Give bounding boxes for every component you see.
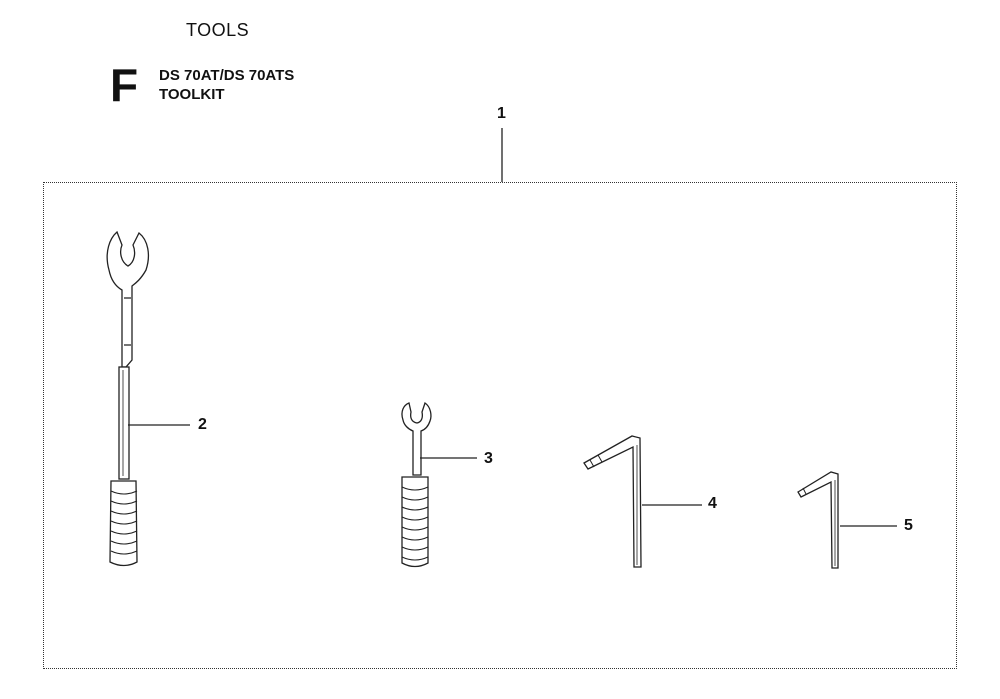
large-hex-key-icon (583, 435, 642, 568)
long-wrench-icon (106, 230, 150, 567)
model-name: DS 70AT/DS 70ATS (159, 67, 295, 84)
short-wrench-icon (401, 401, 432, 568)
small-hex-key-icon (797, 471, 839, 569)
group-name: TOOLKIT (159, 86, 225, 103)
section-title: TOOLS (186, 20, 250, 40)
toolkit-frame (43, 182, 957, 669)
callout-1: 1 (497, 105, 506, 122)
section-letter: F (110, 59, 139, 111)
callout-2: 2 (198, 416, 207, 433)
callout-3: 3 (484, 450, 493, 467)
callout-5: 5 (904, 517, 913, 534)
callout-4: 4 (708, 495, 717, 512)
